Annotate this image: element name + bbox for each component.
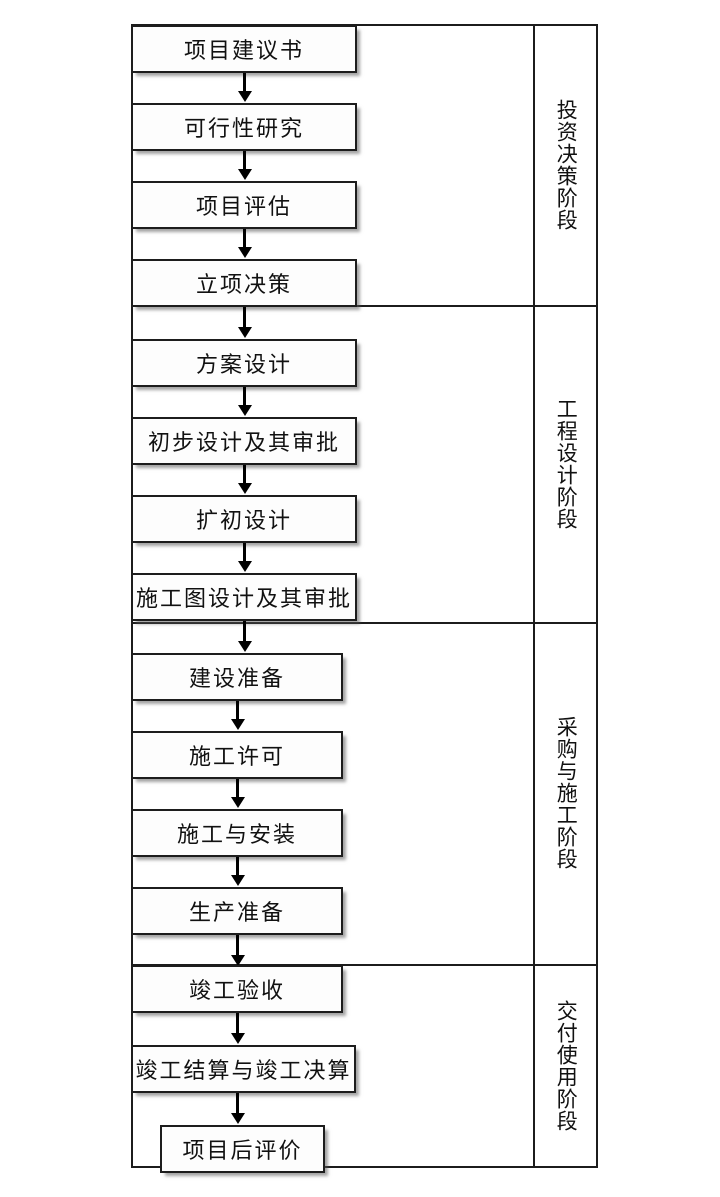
node-extended-preliminary-design[interactable]: 扩初设计: [131, 495, 357, 543]
arrow-head-n10-n11: [231, 797, 245, 808]
node-project-proposal[interactable]: 项目建议书: [131, 25, 357, 73]
arrow-head-n2-n3: [238, 169, 252, 180]
arrow-n10-n11: [236, 779, 239, 799]
node-construction-installation[interactable]: 施工与安装: [131, 809, 343, 857]
node-construction-preparation[interactable]: 建设准备: [131, 653, 343, 701]
node-production-preparation[interactable]: 生产准备: [131, 887, 343, 935]
arrow-n3-n4: [243, 229, 246, 249]
node-preliminary-design-approval[interactable]: 初步设计及其审批: [131, 417, 357, 465]
arrow-head-n8-n9: [238, 641, 252, 652]
arrow-head-n6-n7: [238, 483, 252, 494]
arrow-n9-n10: [236, 701, 239, 721]
node-scheme-design[interactable]: 方案设计: [131, 339, 357, 387]
arrow-n7-n8: [243, 543, 246, 563]
node-final-settlement-accounts[interactable]: 竣工结算与竣工决算: [131, 1045, 356, 1093]
arrow-head-n12-n13: [231, 955, 245, 966]
arrow-n5-n6: [243, 387, 246, 407]
phase-divider-2: [131, 622, 598, 624]
phase-divider-3: [131, 964, 598, 966]
phase-label-engineering-design: 工程设计阶段: [554, 397, 579, 530]
node-feasibility-study[interactable]: 可行性研究: [131, 103, 357, 151]
phase-label-investment-decision: 投资决策阶段: [554, 98, 579, 231]
arrow-n13-n14: [236, 1013, 239, 1035]
node-project-appraisal[interactable]: 项目评估: [131, 181, 357, 229]
arrow-n8-n9: [243, 621, 246, 643]
arrow-n11-n12: [236, 857, 239, 877]
arrow-head-n7-n8: [238, 561, 252, 572]
node-post-project-evaluation[interactable]: 项目后评价: [160, 1125, 325, 1173]
node-construction-drawing-approval[interactable]: 施工图设计及其审批: [131, 573, 357, 621]
arrow-n6-n7: [243, 465, 246, 485]
node-project-approval-decision[interactable]: 立项决策: [131, 259, 357, 307]
phase-label-delivery-use: 交付使用阶段: [554, 1000, 579, 1132]
arrow-head-n11-n12: [231, 875, 245, 886]
phase-divider-1: [131, 305, 598, 307]
arrow-head-n13-n14: [231, 1033, 245, 1044]
arrow-n2-n3: [243, 151, 246, 171]
arrow-head-n9-n10: [231, 719, 245, 730]
phase-column-divider: [533, 24, 535, 1168]
phase-label-procurement-construction: 采购与施工阶段: [554, 716, 579, 870]
arrow-head-n3-n4: [238, 247, 252, 258]
arrow-head-n5-n6: [238, 405, 252, 416]
arrow-head-n4-n5: [238, 327, 252, 338]
arrow-head-n1-n2: [238, 91, 252, 102]
arrow-n1-n2: [243, 73, 246, 93]
arrow-head-n14-n15: [231, 1113, 245, 1124]
arrow-n4-n5: [243, 307, 246, 329]
node-completion-acceptance[interactable]: 竣工验收: [131, 965, 343, 1013]
arrow-n14-n15: [236, 1093, 239, 1115]
node-construction-permit[interactable]: 施工许可: [131, 731, 343, 779]
arrow-n12-n13: [236, 935, 239, 957]
